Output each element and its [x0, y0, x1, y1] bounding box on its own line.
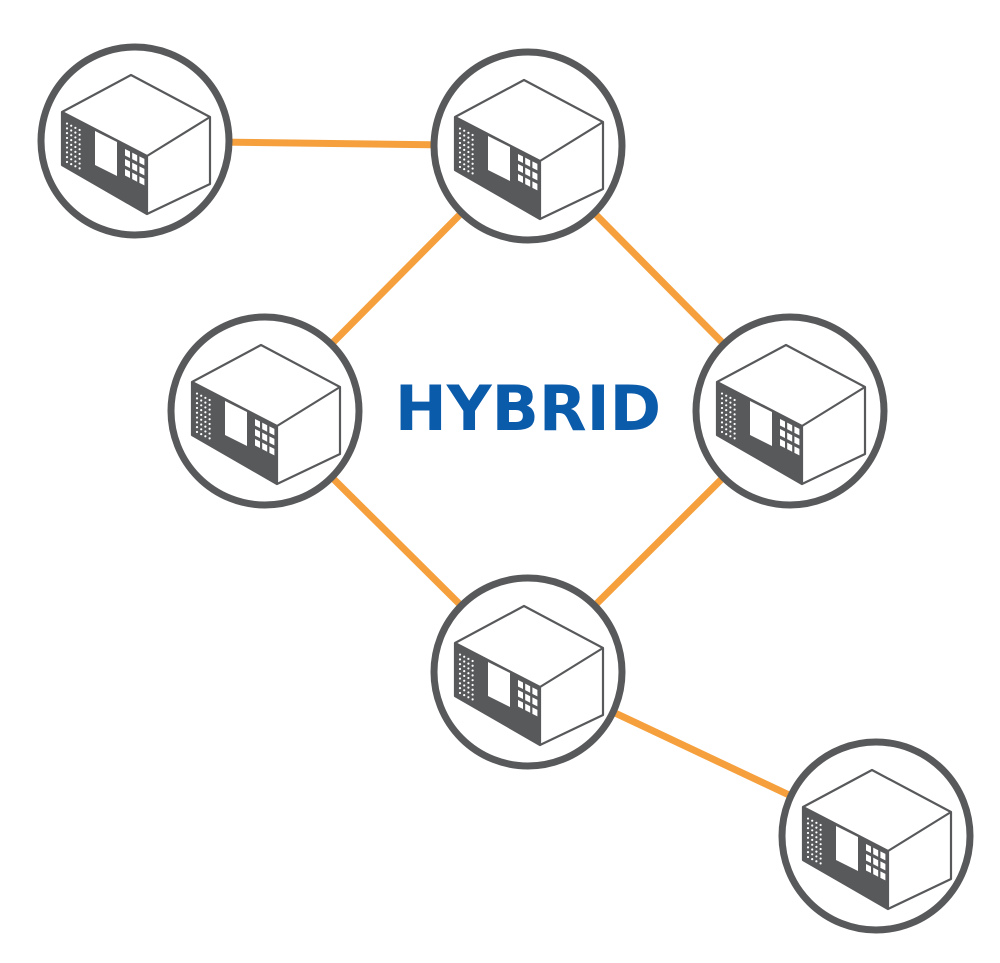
speaker-grille	[458, 127, 474, 175]
device-keypad	[518, 680, 538, 717]
device-keypad	[780, 419, 800, 456]
device-screen	[488, 136, 510, 181]
network-device-icon	[453, 78, 605, 221]
device-screen	[750, 401, 772, 446]
node-right	[692, 313, 888, 509]
node-bottom-right	[778, 738, 974, 934]
network-device-icon	[453, 604, 605, 747]
device-keypad	[125, 149, 145, 186]
speaker-grille	[458, 653, 474, 701]
device-keypad	[518, 154, 538, 191]
network-device-icon	[715, 343, 867, 486]
device-screen	[488, 662, 510, 707]
device-screen	[836, 826, 858, 871]
node-top-left	[37, 43, 233, 239]
node-bottom	[430, 574, 626, 770]
node-top	[430, 48, 626, 244]
node-left	[167, 313, 363, 509]
nodes-layer	[37, 43, 974, 934]
network-device-icon	[60, 73, 212, 216]
device-keypad	[255, 419, 275, 456]
speaker-grille	[720, 392, 736, 440]
network-device-icon	[801, 768, 953, 911]
speaker-grille	[195, 392, 211, 440]
network-device-icon	[190, 343, 342, 486]
device-screen	[225, 401, 247, 446]
device-keypad	[866, 844, 886, 881]
speaker-grille	[65, 122, 81, 170]
speaker-grille	[806, 817, 822, 865]
diagram-title: HYBRID	[395, 372, 661, 445]
device-screen	[95, 131, 117, 176]
